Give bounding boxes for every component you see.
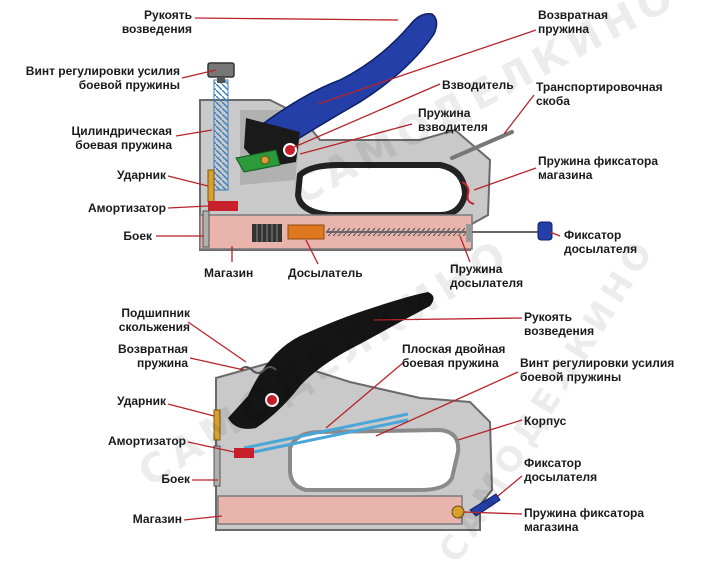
- label-bottom-magazine-latch-spring: Пружина фиксатора магазина: [524, 506, 645, 534]
- label-bottom-firing-pin: Боек: [161, 472, 190, 486]
- label-bottom-bearing: Подшипник скольжения: [118, 306, 190, 334]
- top-cocker-pivot: [283, 143, 297, 157]
- label-top-magazine: Магазин: [204, 266, 254, 280]
- top-striker: [207, 169, 215, 203]
- bottom-damper: [234, 448, 254, 458]
- stapler-diagram: САМОДЕЛКИНО САМОДЕЛКИНО САМОДЕЛКИНО Руко…: [25, 0, 686, 570]
- bottom-stapler: [213, 292, 501, 531]
- label-top-cylindrical-spring: Цилиндрическая боевая пружина: [71, 124, 172, 152]
- label-bottom-damper: Амортизатор: [108, 434, 186, 448]
- label-top-pusher-latch: Фиксатор досылателя: [564, 228, 638, 256]
- bottom-pivot: [265, 393, 279, 407]
- label-bottom-adjust-screw: Винт регулировки усилия боевой пружины: [520, 356, 675, 384]
- label-top-cocker: Взводитель: [442, 78, 514, 92]
- label-top-cocker-spring: Пружина взводителя: [418, 106, 488, 134]
- label-top-pusher: Досылатель: [288, 266, 363, 280]
- label-top-return-spring: Возвратная пружина: [538, 8, 608, 36]
- label-top-damper: Амортизатор: [88, 201, 166, 215]
- bottom-leaders: [167, 317, 523, 521]
- bottom-flat-spring: [243, 412, 409, 450]
- bottom-handle: [228, 292, 434, 429]
- top-cylindrical-spring: [213, 79, 229, 191]
- top-stapler: [199, 12, 553, 251]
- bottom-firing-pin: [213, 445, 221, 487]
- label-bottom-magazine: Магазин: [132, 512, 182, 526]
- top-pusher-latch: [537, 221, 553, 241]
- label-top-handle: Рукоять возведения: [121, 8, 192, 36]
- bottom-return-spring: [239, 366, 277, 374]
- label-bottom-body: Корпус: [524, 414, 567, 428]
- top-transport-bracket: [450, 130, 514, 160]
- top-handle: [250, 12, 438, 151]
- top-adjust-screw: [207, 62, 235, 78]
- label-top-pusher-spring: Пружина досылателя: [450, 262, 524, 290]
- top-firing-pin: [202, 210, 210, 248]
- top-leaders: [156, 17, 561, 265]
- top-pusher: [287, 224, 325, 240]
- bottom-pusher-latch: [469, 493, 501, 517]
- label-bottom-flat-spring: Плоская двойная боевая пружина: [402, 342, 506, 370]
- top-magazine-latch-spring: [461, 181, 475, 205]
- bottom-magazine: [217, 495, 463, 525]
- stapler-illustration: [156, 12, 561, 531]
- top-green-lever: [235, 149, 281, 173]
- label-bottom-striker: Ударник: [117, 394, 166, 408]
- label-bottom-handle: Рукоять возведения: [524, 310, 595, 338]
- label-top-striker: Ударник: [117, 168, 166, 182]
- label-top-adjust-screw: Винт регулировки усилия боевой пружины: [25, 64, 180, 92]
- top-damper: [208, 201, 238, 211]
- label-bottom-return-spring: Возвратная пружина: [118, 342, 188, 370]
- label-bottom-pusher-latch: Фиксатор досылателя: [524, 456, 598, 484]
- label-top-magazine-latch-spring: Пружина фиксатора магазина: [538, 154, 659, 182]
- label-top-firing-pin: Боек: [123, 229, 152, 243]
- top-handle-cutout: [294, 162, 469, 218]
- bottom-striker: [213, 409, 221, 441]
- label-top-transport-bracket: Транспортировочная скоба: [536, 80, 663, 108]
